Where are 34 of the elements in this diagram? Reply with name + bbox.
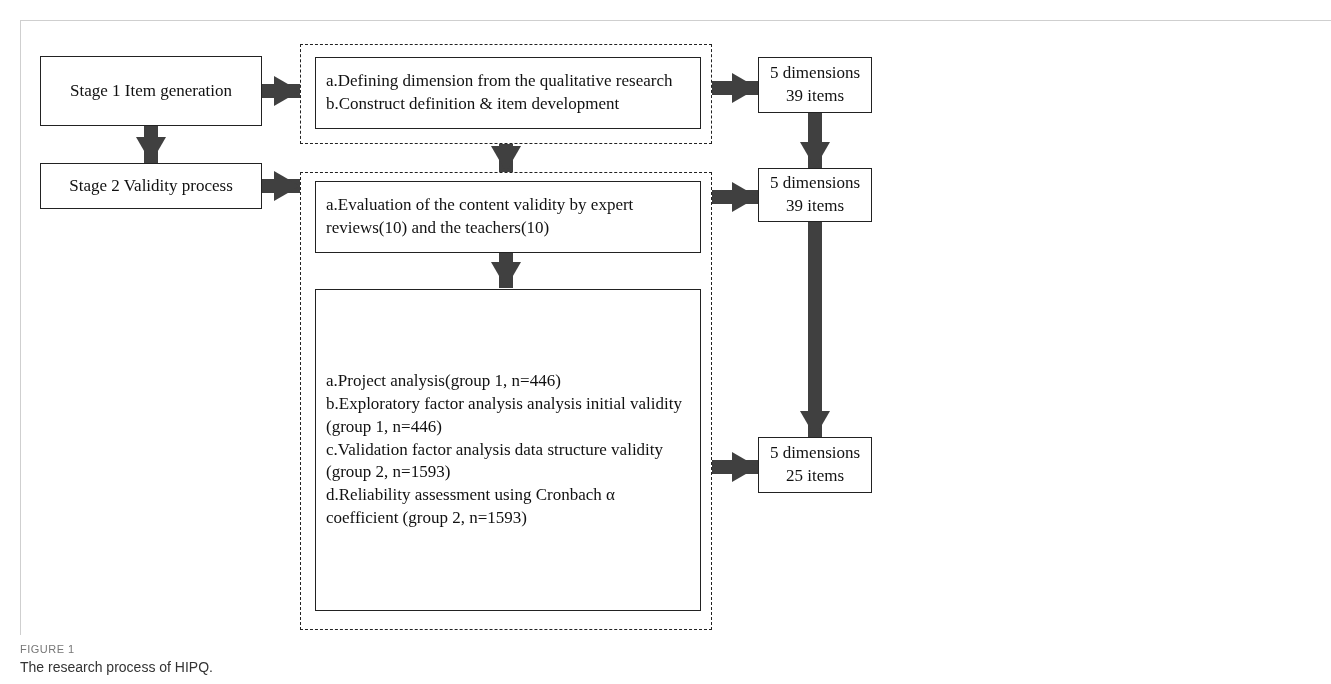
box-text: b.Exploratory factor analysis analysis initial validity (group 1, n=446) xyxy=(326,392,683,438)
block-arrow xyxy=(136,126,166,163)
block-arrow xyxy=(712,73,758,103)
block-arrow xyxy=(800,222,830,437)
block-arrow xyxy=(491,252,521,288)
dashed-group-box xyxy=(300,44,712,144)
process-box xyxy=(758,57,872,113)
box-text: 5 dimensions 25 items xyxy=(768,442,862,487)
box-text: b.Construct definition & item development xyxy=(326,93,620,115)
process-box xyxy=(315,181,701,253)
block-arrow xyxy=(712,182,758,212)
process-box xyxy=(315,57,701,129)
box-text: 5 dimensions 39 items xyxy=(768,62,862,107)
process-box xyxy=(315,289,701,611)
box-text: a.Project analysis(group 1, n=446) xyxy=(326,369,561,392)
box-text: Stage 2 Validity process xyxy=(69,174,233,197)
block-arrow xyxy=(262,76,300,106)
block-arrow xyxy=(262,171,300,201)
process-box xyxy=(40,56,262,126)
box-text: a.Defining dimension from the qualitative research xyxy=(326,70,673,93)
block-arrow xyxy=(491,144,521,172)
process-box xyxy=(40,163,262,209)
process-box xyxy=(758,168,872,222)
figure-label: FIGURE 1 xyxy=(20,643,75,655)
block-arrow xyxy=(800,113,830,168)
box-text: a.Evaluation of the content validity by expert reviews(10) and the teachers(10) xyxy=(326,194,635,239)
figure-caption: The research process of HIPQ. xyxy=(20,659,213,675)
box-text: c.Validation factor analysis data structure validity (group 2, n=1593) xyxy=(326,438,665,484)
dashed-group-box xyxy=(300,172,712,630)
box-text: d.Reliability assessment using Cronbach α coefficient (group 2, n=1593) xyxy=(326,484,616,530)
box-text: 5 dimensions 39 items xyxy=(768,172,862,217)
box-text: Stage 1 Item generation xyxy=(70,79,232,102)
block-arrow xyxy=(712,452,758,482)
process-box xyxy=(758,437,872,493)
